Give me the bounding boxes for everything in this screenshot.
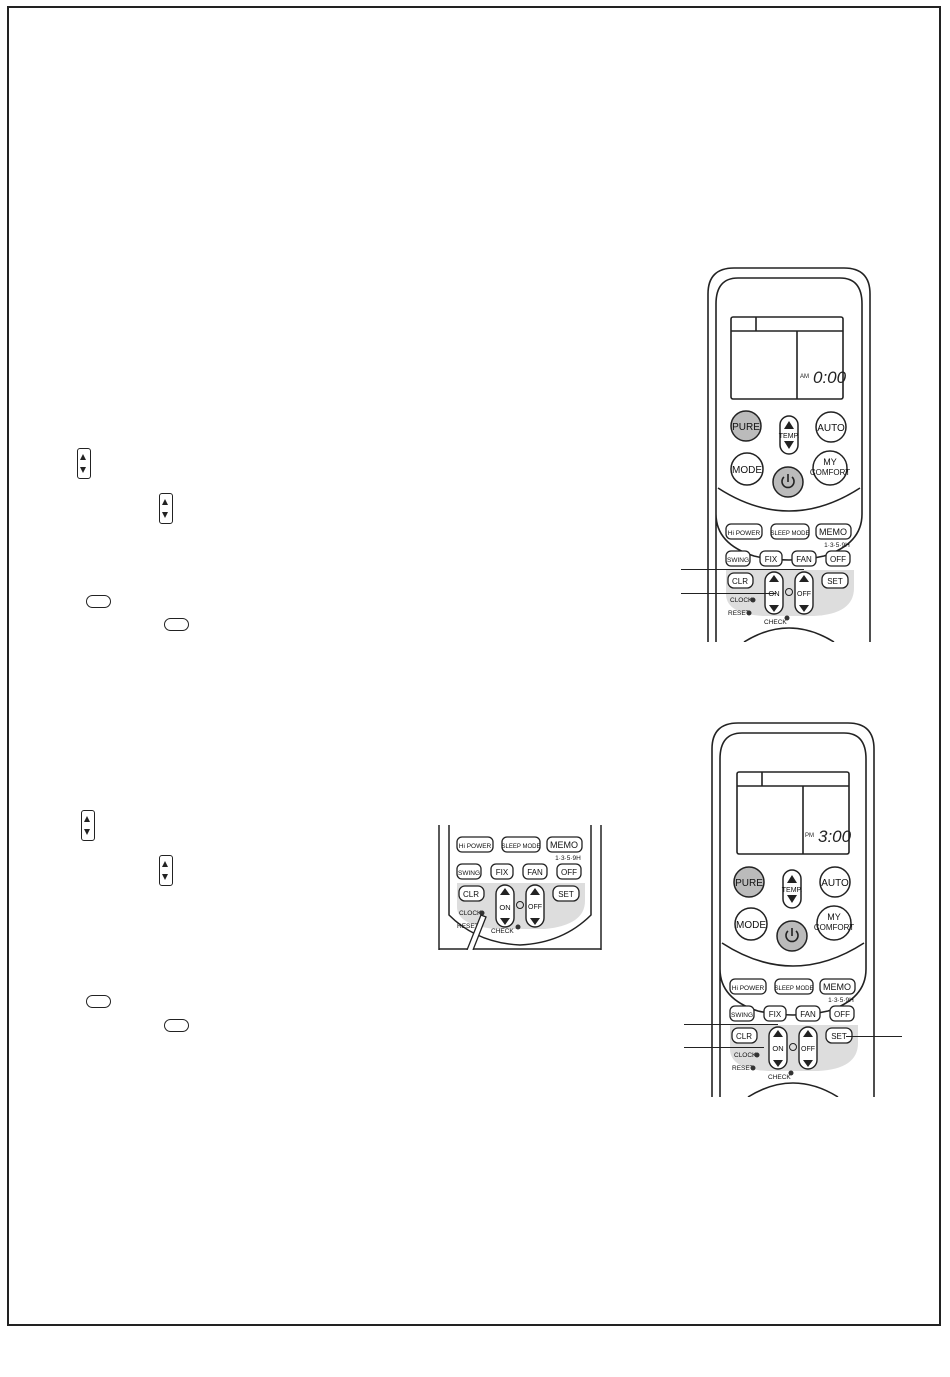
- my-comfort-button-line1: MY: [823, 457, 837, 467]
- svg-text:COMFORT: COMFORT: [814, 923, 854, 932]
- svg-text:ON: ON: [772, 1044, 783, 1053]
- power-icon: [781, 474, 795, 489]
- fix-button[interactable]: FIX: [765, 555, 778, 564]
- callout-line-set-2: [846, 1036, 902, 1037]
- oval-button-icon: [164, 618, 189, 631]
- svg-text:RESET: RESET: [732, 1065, 754, 1072]
- sleep-mode-button[interactable]: SLEEP MODE: [771, 531, 810, 537]
- remote-inset-illustration: Hi POWER SLEEP MODE MEMO 1·3·5·9H SWING …: [437, 825, 603, 951]
- svg-text:MODE: MODE: [736, 920, 766, 931]
- memo-button[interactable]: MEMO: [819, 527, 847, 537]
- pen-tip-icon: [466, 914, 487, 951]
- swing-button[interactable]: SWING: [727, 557, 749, 564]
- svg-text:OFF: OFF: [561, 868, 577, 877]
- svg-text:SWING: SWING: [458, 870, 480, 877]
- svg-text:RESET: RESET: [457, 923, 479, 930]
- page-frame: [7, 6, 941, 1326]
- svg-text:FAN: FAN: [527, 868, 543, 877]
- timer-clock-icon: [785, 588, 793, 596]
- off-timer-button[interactable]: OFF: [797, 591, 811, 598]
- svg-text:OFF: OFF: [528, 904, 542, 911]
- svg-text:FIX: FIX: [769, 1010, 782, 1019]
- svg-text:1·3·5·9H: 1·3·5·9H: [828, 997, 854, 1004]
- updown-arrow-icon: [81, 810, 95, 841]
- svg-text:SET: SET: [558, 890, 574, 899]
- svg-text:CLR: CLR: [736, 1032, 752, 1041]
- svg-text:Hi POWER: Hi POWER: [732, 985, 765, 992]
- svg-text:MY: MY: [827, 912, 841, 922]
- svg-text:OFF: OFF: [834, 1010, 850, 1019]
- svg-text:MEMO: MEMO: [823, 982, 851, 992]
- svg-text:FIX: FIX: [496, 868, 509, 877]
- svg-text:TEMP.: TEMP.: [782, 887, 803, 894]
- remote-control-illustration: AM 0:00 PURE TEMP. AUTO MODE MY COMFORT …: [704, 264, 874, 643]
- svg-text:CLOCK: CLOCK: [459, 910, 482, 917]
- callout-line-on-2: [684, 1024, 778, 1025]
- callout-line-clock: [681, 593, 776, 594]
- display-ampm: AM: [800, 374, 809, 380]
- auto-button[interactable]: AUTO: [817, 423, 845, 434]
- svg-text:CLOCK: CLOCK: [734, 1052, 757, 1059]
- svg-text:OFF: OFF: [801, 1046, 815, 1053]
- timer-hours-label: 1·3·5·9H: [824, 542, 850, 549]
- off-button-top[interactable]: OFF: [830, 555, 846, 564]
- remote-control-illustration-2: PM 3:00 PURE TEMP. AUTO MODE MY COMFORT …: [708, 719, 878, 1098]
- reset-label: RESET: [728, 610, 750, 617]
- clock-label: CLOCK: [730, 597, 753, 604]
- svg-text:MEMO: MEMO: [550, 840, 578, 850]
- display-time: 0:00: [813, 368, 847, 387]
- oval-button-icon: [164, 1019, 189, 1032]
- svg-text:1·3·5·9H: 1·3·5·9H: [555, 855, 581, 862]
- updown-arrow-icon: [159, 493, 173, 524]
- temp-button[interactable]: TEMP.: [779, 433, 800, 440]
- svg-text:CHECK: CHECK: [491, 928, 514, 935]
- display-ampm-2: PM: [805, 833, 814, 839]
- updown-arrow-icon: [159, 855, 173, 886]
- svg-text:PURE: PURE: [735, 878, 763, 889]
- svg-text:SLEEP MODE: SLEEP MODE: [775, 986, 814, 992]
- callout-line-on: [681, 569, 804, 570]
- svg-text:SWING: SWING: [731, 1012, 753, 1019]
- svg-text:CHECK: CHECK: [768, 1074, 791, 1081]
- svg-text:SLEEP MODE: SLEEP MODE: [502, 844, 541, 850]
- svg-text:AUTO: AUTO: [821, 878, 849, 889]
- pure-button[interactable]: PURE: [732, 422, 760, 433]
- oval-button-icon: [86, 995, 111, 1008]
- clr-button[interactable]: CLR: [732, 577, 748, 586]
- svg-text:SET: SET: [831, 1032, 847, 1041]
- svg-text:ON: ON: [499, 903, 510, 912]
- svg-text:FAN: FAN: [800, 1010, 816, 1019]
- fan-button[interactable]: FAN: [796, 555, 812, 564]
- set-button[interactable]: SET: [827, 577, 843, 586]
- oval-button-icon: [86, 595, 111, 608]
- my-comfort-button-line2: COMFORT: [810, 468, 850, 477]
- display-time-2: 3:00: [818, 827, 852, 846]
- mode-button[interactable]: MODE: [732, 465, 762, 476]
- svg-text:CLR: CLR: [463, 890, 479, 899]
- updown-arrow-icon: [77, 448, 91, 479]
- callout-line-clock-2: [684, 1047, 764, 1048]
- svg-text:Hi POWER: Hi POWER: [459, 843, 492, 850]
- check-label: CHECK: [764, 619, 787, 626]
- hi-power-button[interactable]: Hi POWER: [728, 530, 761, 537]
